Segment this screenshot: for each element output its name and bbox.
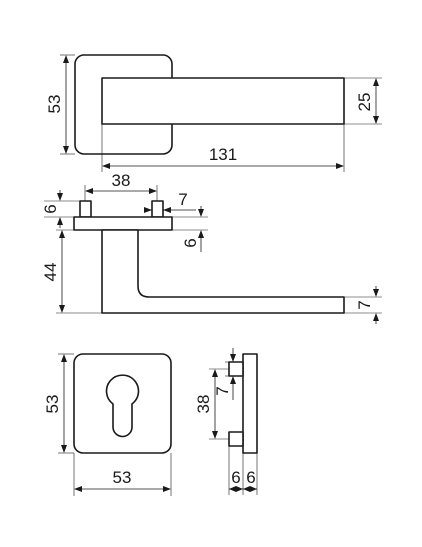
lever-side-view: 38 7 6 6 44 xyxy=(41,171,382,324)
dim-lever-rose-thickness: 6 xyxy=(181,238,200,247)
dim-lever-projection: 44 xyxy=(41,263,60,282)
lever-top-view: 53 25 131 xyxy=(45,54,382,172)
keyhole-cutout xyxy=(105,374,140,438)
dim-escutcheon-pin-width: 7 xyxy=(213,386,232,395)
lever-handle-body xyxy=(101,77,345,125)
dim-lever-grip-thickness: 7 xyxy=(355,300,374,309)
dim-escutcheon-height: 53 xyxy=(43,395,62,414)
dim-lever-pin-spacing: 38 xyxy=(112,171,131,190)
escutcheon-front-view: 53 53 xyxy=(43,353,172,496)
dim-escutcheon-width: 53 xyxy=(113,468,132,487)
dim-escutcheon-pin-spacing: 38 xyxy=(194,395,213,414)
dim-lever-pin-height: 6 xyxy=(41,204,60,213)
dim-lever-rose-height: 53 xyxy=(45,95,64,114)
lever-pin-right xyxy=(151,200,164,218)
dim-lever-length: 131 xyxy=(209,145,237,164)
lever-shank-profile xyxy=(101,229,345,314)
escutcheon-side-view: 38 7 6 6 xyxy=(194,348,258,495)
lever-pin-left xyxy=(79,200,92,218)
lever-rose-plate xyxy=(73,216,173,231)
dim-lever-pin-width: 7 xyxy=(178,190,187,209)
escutcheon-pin-bottom xyxy=(228,431,244,447)
escutcheon-side-plate xyxy=(242,353,258,454)
dim-escutcheon-plate-depth: 6 xyxy=(246,468,255,487)
dim-escutcheon-pin-depth: 6 xyxy=(231,468,240,487)
escutcheon-pin-top xyxy=(228,361,244,377)
dim-lever-handle-height: 25 xyxy=(355,93,374,112)
